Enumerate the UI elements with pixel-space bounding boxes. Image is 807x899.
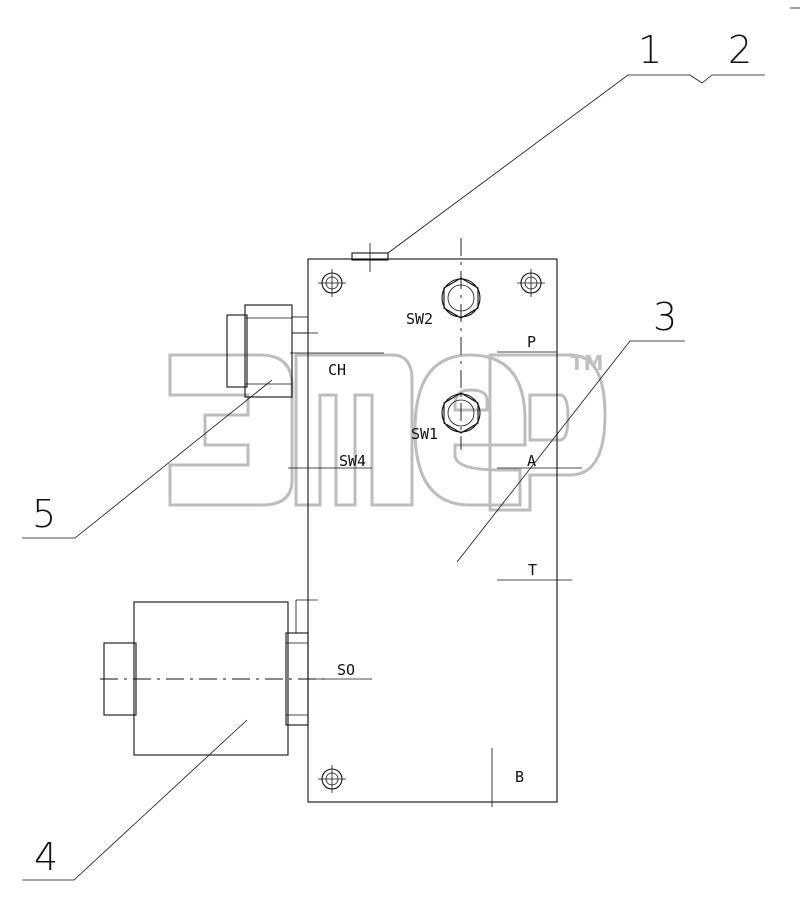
top-fitting (351, 243, 389, 272)
watermark-letter-1 (168, 353, 294, 507)
label-sw4: SW4 (339, 452, 366, 470)
callout-2: 2 (728, 28, 752, 72)
label-sw1: SW1 (411, 425, 438, 443)
solenoid-coil (100, 599, 328, 756)
valve-sw2 (441, 277, 481, 319)
callout-5: 5 (32, 492, 56, 536)
label-a: A (527, 452, 536, 470)
callout-4: 4 (34, 835, 58, 879)
callout-1: 1 (638, 28, 662, 72)
mounting-hole-top-left (318, 269, 346, 297)
watermark: TM (168, 351, 607, 512)
label-p: P (527, 333, 536, 351)
leader-4 (22, 719, 248, 881)
label-b: B (515, 768, 524, 786)
mounting-hole-bottom-left (318, 765, 346, 793)
watermark-letter-2 (294, 353, 414, 507)
leader-1-2 (387, 74, 765, 254)
label-sw2: SW2 (406, 310, 433, 328)
cartridge-valve (226, 304, 318, 398)
leader-3 (456, 340, 685, 563)
label-ch: CH (328, 361, 346, 379)
watermark-tm: TM (570, 351, 604, 375)
mounting-hole-top-right (517, 269, 545, 297)
label-t: T (528, 561, 537, 579)
valve-block-body (307, 258, 558, 803)
watermark-letter-4 (488, 353, 607, 512)
callout-3: 3 (653, 295, 677, 339)
valve-sw1 (441, 392, 481, 434)
leader-5 (22, 379, 273, 539)
label-so: SO (337, 661, 355, 679)
